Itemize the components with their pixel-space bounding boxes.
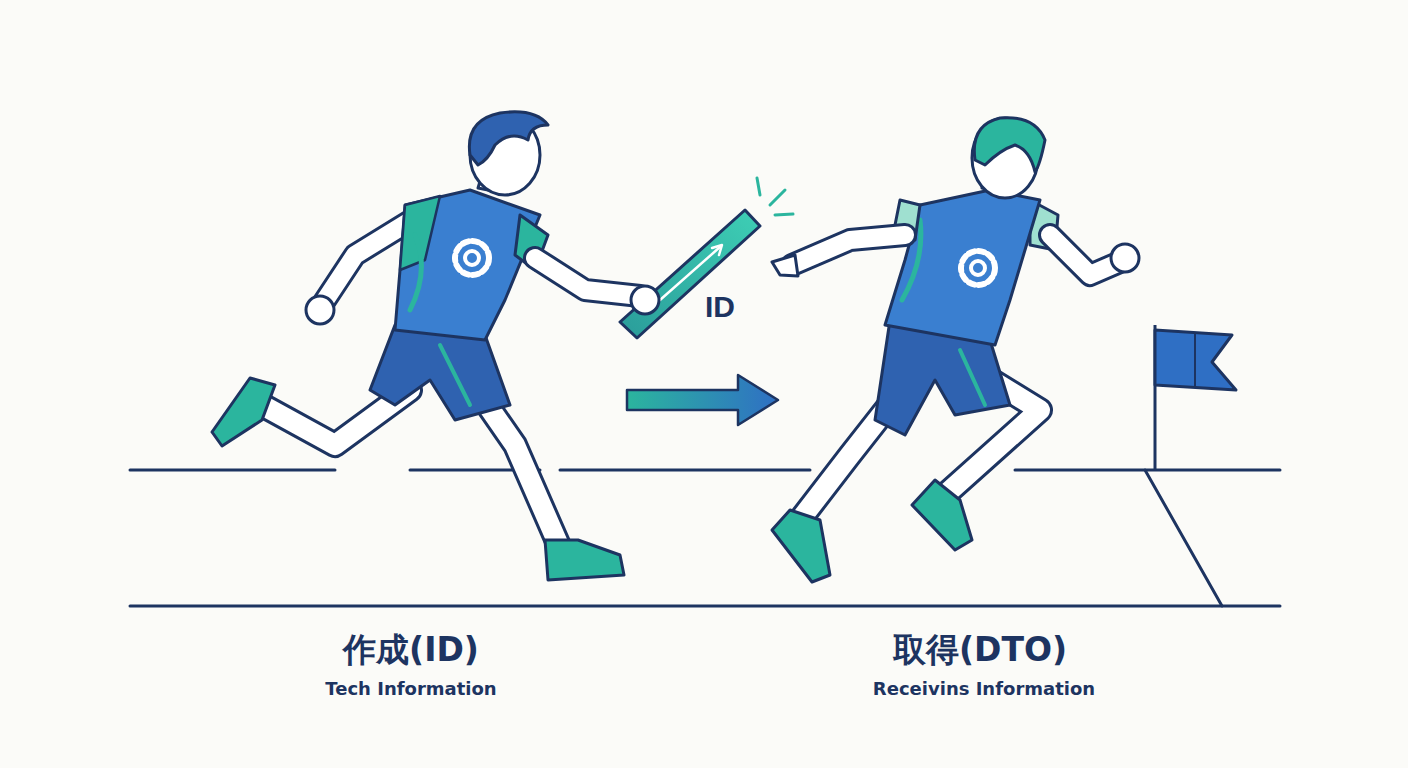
stage-title: 作成(ID) xyxy=(343,628,479,673)
flow-arrow xyxy=(627,375,778,425)
runner-passing xyxy=(212,112,793,580)
finish-flag xyxy=(1155,325,1236,470)
stage-subtitle: Tech Information xyxy=(325,678,496,699)
stage-title: 取得(DTO) xyxy=(893,628,1067,673)
track-lines xyxy=(130,470,1280,606)
stage-subtitle: Receivins Information xyxy=(873,678,1095,699)
runner-receiving xyxy=(772,118,1139,582)
baton-label: ID xyxy=(705,290,735,324)
